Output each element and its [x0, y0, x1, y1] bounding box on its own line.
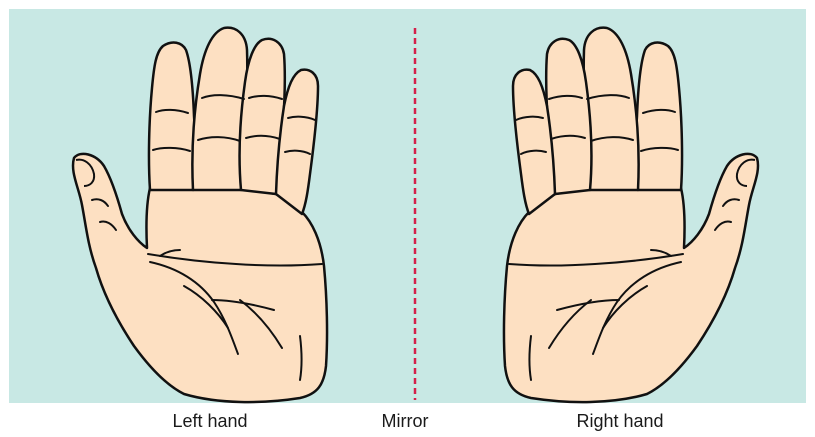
- left-hand-label: Left hand: [130, 409, 290, 433]
- right-hand-label: Right hand: [540, 409, 700, 433]
- right-hand: [504, 28, 758, 402]
- left-hand: [73, 28, 327, 402]
- mirror-label: Mirror: [350, 409, 460, 433]
